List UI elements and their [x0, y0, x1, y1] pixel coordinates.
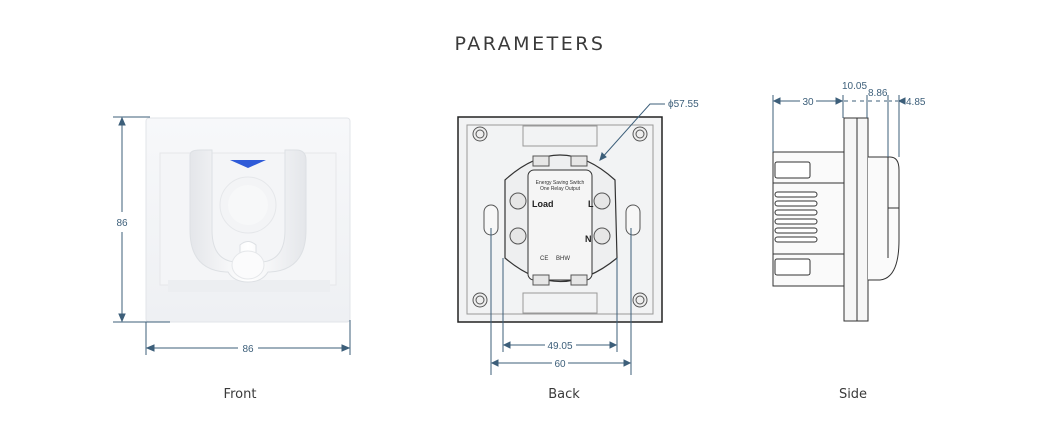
hole-spacing-dimension: 60: [554, 359, 566, 370]
front-width-dimension: 86: [242, 344, 254, 355]
ce-mark: CE: [540, 256, 548, 262]
product-name-label: Energy Saving Switch: [536, 180, 585, 186]
depth-dimension: 30: [802, 97, 814, 108]
front-caption: Front: [223, 387, 257, 402]
live-terminal-label: L: [588, 199, 594, 209]
front-thickness-dimension: 8.86: [868, 88, 888, 99]
back-caption: Back: [548, 387, 580, 402]
load-terminal-label: Load: [532, 199, 554, 209]
card-holder-dimension: 4.85: [906, 97, 926, 108]
plate-thickness-dimension: 10.05: [842, 81, 867, 92]
inner-width-dimension: 49.05: [547, 341, 572, 352]
front-height-dimension: 86: [116, 218, 128, 229]
product-output-label: One Relay Output: [540, 186, 581, 192]
neutral-terminal-label: N: [585, 234, 592, 244]
module-diameter-dimension: ϕ57.55: [668, 99, 699, 110]
side-caption: Side: [838, 387, 868, 402]
brand-label: BHW: [556, 256, 570, 262]
indicator-light: [230, 160, 266, 168]
page-title: PARAMETERS: [454, 33, 606, 55]
